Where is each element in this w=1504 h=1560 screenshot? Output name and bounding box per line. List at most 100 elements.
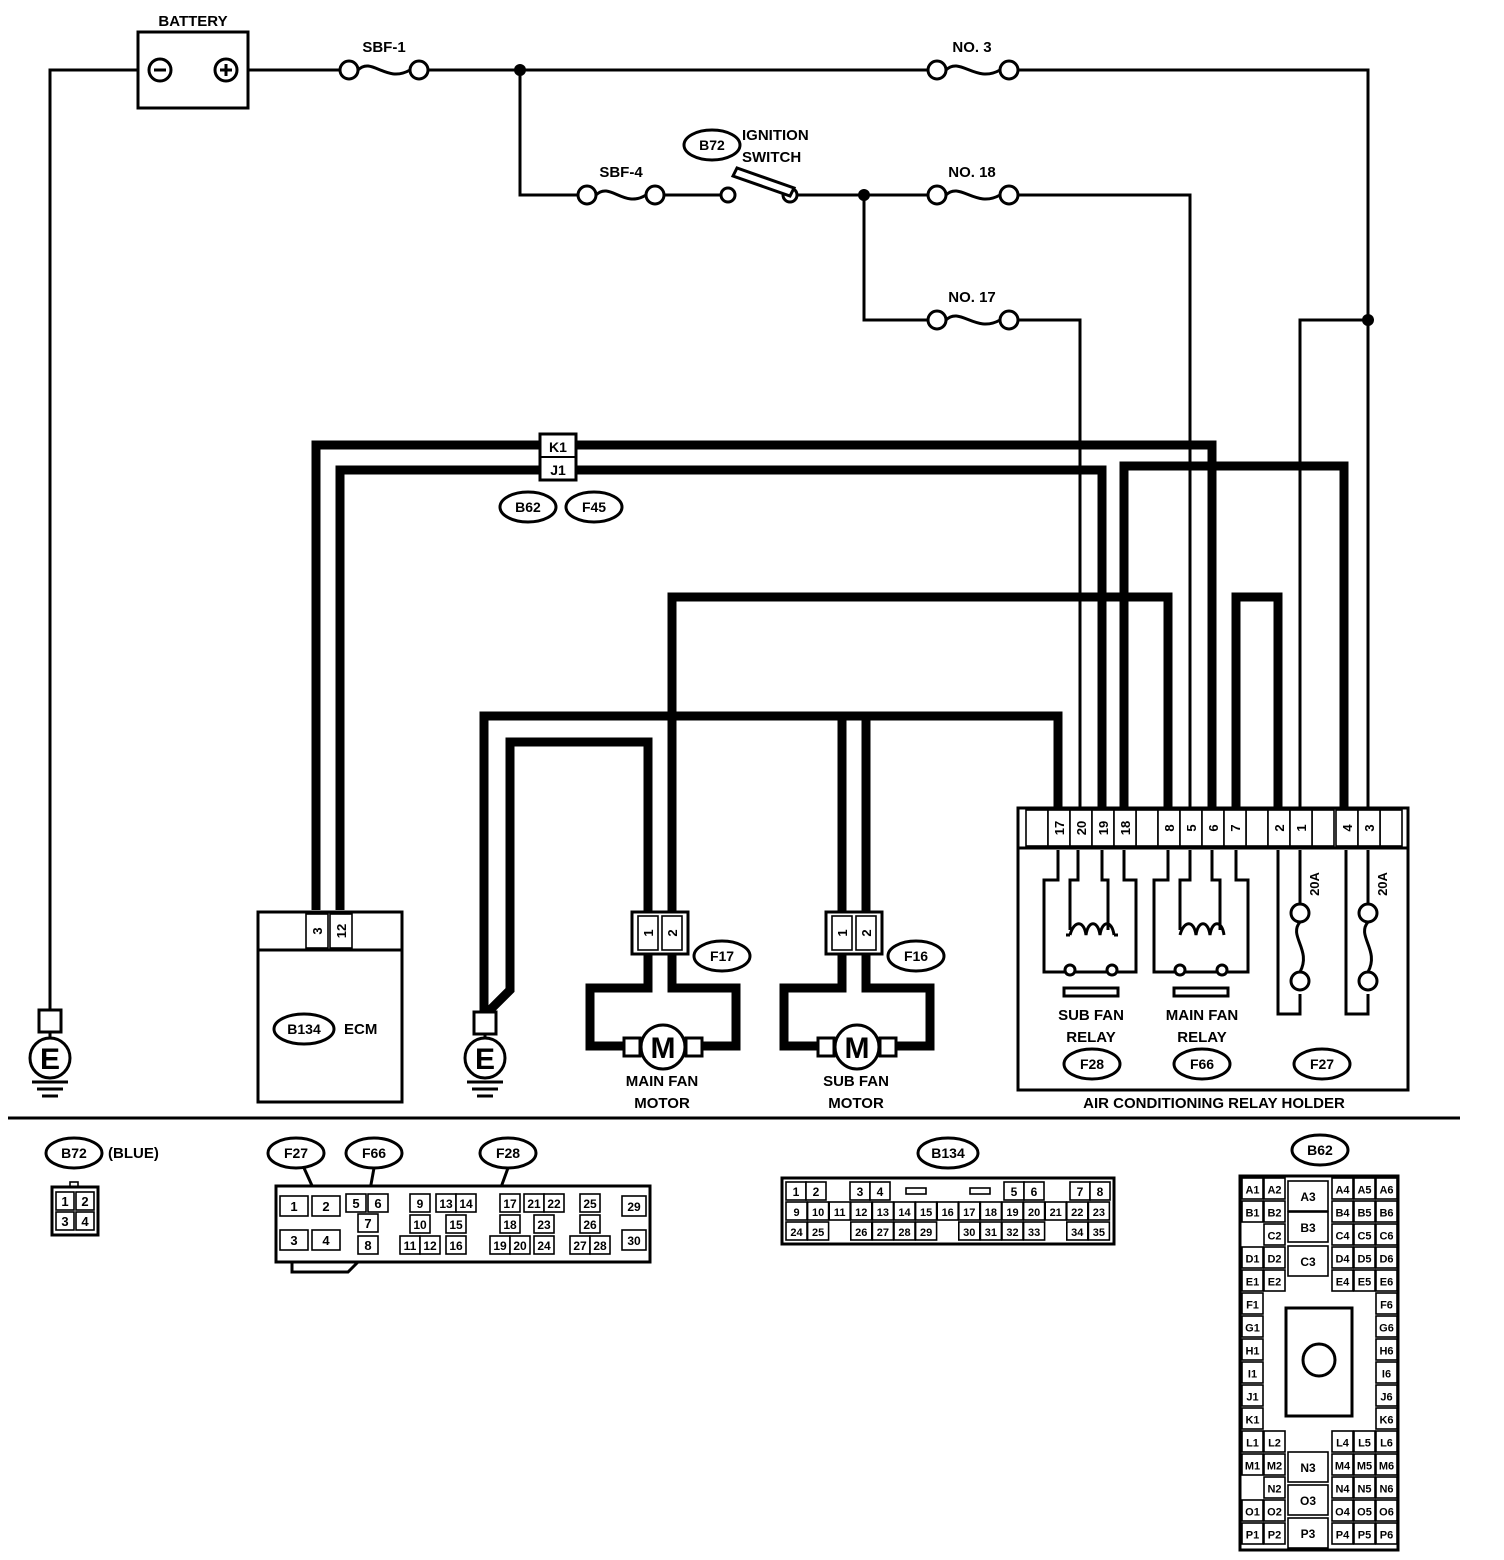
- f28-pin-29-cell: [621, 1195, 647, 1217]
- f27-pin-1-cell: [279, 1195, 309, 1217]
- f28-pin-18-cell: [499, 1214, 521, 1234]
- b62-pin-C3-cell: [1287, 1245, 1329, 1277]
- b62-pin-J6-cell: [1375, 1384, 1398, 1407]
- f28-pin-26-cell: [579, 1214, 601, 1234]
- b62-pin-A1: A1: [1245, 1185, 1259, 1197]
- sbf4-label: SBF-4: [599, 164, 643, 181]
- main-fan-motor-label-2: MOTOR: [634, 1095, 690, 1112]
- relay-pin-20: 20: [1074, 821, 1089, 835]
- b62-pin-L4: L4: [1336, 1438, 1350, 1450]
- b134-pin-19: 19: [1006, 1207, 1018, 1219]
- f16-pin-1: 1: [835, 929, 850, 936]
- b62-pin-E2: E2: [1268, 1277, 1281, 1289]
- fuse-no3: NO. 3: [926, 39, 1020, 81]
- f17-badge-label: F17: [710, 948, 734, 964]
- f27-pin-4: 4: [322, 1233, 330, 1248]
- b62-pin-B4-cell: [1331, 1200, 1354, 1223]
- b62-pin-C6: C6: [1379, 1231, 1393, 1243]
- main-fan-relay-label-1: MAIN FAN: [1166, 1007, 1239, 1024]
- sbf1-label: SBF-1: [362, 39, 405, 56]
- ecm: 3 12 B134 ECM: [256, 910, 404, 1104]
- b62-pin-L6: L6: [1380, 1438, 1393, 1450]
- b62-pin-K6: K6: [1379, 1415, 1393, 1427]
- b62-pin-C4-cell: [1331, 1223, 1354, 1246]
- f28-pin-30: 30: [627, 1234, 641, 1248]
- b134-pin-17: 17: [963, 1207, 975, 1219]
- f28-pin-9-cell: [409, 1193, 431, 1213]
- b62-pin-O3-cell: [1287, 1484, 1329, 1516]
- b62-pin-E6-cell: [1375, 1269, 1398, 1292]
- k1-label: K1: [549, 439, 567, 455]
- b62-pin-F6: F6: [1380, 1300, 1393, 1312]
- legend-f27-badge: [266, 1136, 326, 1170]
- b62-pin-A4-cell: [1331, 1177, 1354, 1200]
- sub-fan-relay: SUB FAN RELAY F28: [1042, 850, 1138, 1081]
- b72-pin-4: 4: [81, 1214, 89, 1229]
- b62-pin-K1-cell: [1241, 1407, 1264, 1430]
- ecm-pin-12: 12: [334, 924, 349, 938]
- b134-pin-25-cell: [806, 1221, 830, 1241]
- relay-pin-2: 2: [1272, 824, 1287, 831]
- sub-fan-relay-label-2: RELAY: [1066, 1029, 1115, 1046]
- b62-pin-K6-cell: [1375, 1407, 1398, 1430]
- f27-pin-4-cell: [311, 1229, 341, 1251]
- f27-pin-1: 1: [290, 1199, 297, 1214]
- b134-pin-29: 29: [920, 1227, 932, 1239]
- b62-pin-E5-cell: [1353, 1269, 1376, 1292]
- f28-pin-17: 17: [503, 1197, 517, 1211]
- no3-label: NO. 3: [952, 39, 991, 56]
- f28-pin-18: 18: [503, 1218, 517, 1232]
- b134-pin-27: 27: [877, 1227, 889, 1239]
- b134-pin-8-cell: [1089, 1181, 1111, 1201]
- f16-pin-2: 2: [859, 929, 874, 936]
- b62-pin-B5: B5: [1357, 1208, 1371, 1220]
- f28-pin-14-cell: [455, 1193, 477, 1213]
- b134-pin-6-cell: [1023, 1181, 1045, 1201]
- b62-pin-D1-cell: [1241, 1246, 1264, 1269]
- b134-pin-1: 1: [793, 1185, 800, 1199]
- b62-pin-M2-cell: [1263, 1453, 1286, 1476]
- b62-pin-O4: O4: [1335, 1507, 1351, 1519]
- b62-pin-J1: J1: [1246, 1392, 1258, 1404]
- b62-pin-N3-cell: [1287, 1451, 1329, 1483]
- b62-badge-label: B62: [515, 499, 541, 515]
- connector-b62-f45: K1 J1 B62 F45: [498, 432, 624, 524]
- legend-f27-badge-label: F27: [284, 1145, 308, 1161]
- relay-spacer-4-cell: [1379, 809, 1403, 847]
- relay-holder-label: AIR CONDITIONING RELAY HOLDER: [1083, 1095, 1345, 1112]
- b62-pin-N6-cell: [1375, 1476, 1398, 1499]
- b62-pin-B5-cell: [1353, 1200, 1376, 1223]
- sub-fan-motor-label-2: MOTOR: [828, 1095, 884, 1112]
- b62-pin-P1: P1: [1246, 1530, 1259, 1542]
- b134-pin-3: 3: [857, 1185, 864, 1199]
- f28-pin-21: 21: [527, 1197, 541, 1211]
- f28-pin-14: 14: [459, 1197, 473, 1211]
- ignition-switch: B72 IGNITION SWITCH: [682, 127, 809, 204]
- b62-pin-O1-cell: [1241, 1499, 1264, 1522]
- b62-pin-M1-cell: [1241, 1453, 1264, 1476]
- b62-pin-A2: A2: [1267, 1185, 1281, 1197]
- b134-pin-11: 11: [834, 1207, 846, 1219]
- ecm-label: ECM: [344, 1021, 377, 1038]
- f66-pin-7-cell: [357, 1213, 379, 1233]
- b62-pin-B6-cell: [1375, 1200, 1398, 1223]
- b134-pin-10: 10: [812, 1207, 824, 1219]
- b62-pin-O2-cell: [1263, 1499, 1286, 1522]
- f27-pin-3-cell: [279, 1229, 309, 1251]
- b72-pin-1-cell: [55, 1191, 75, 1211]
- b62-pin-A6: A6: [1379, 1185, 1393, 1197]
- b62-pin-G6: G6: [1379, 1323, 1394, 1335]
- f66-pin-6-cell: [367, 1193, 389, 1213]
- b62-pin-O4-cell: [1331, 1499, 1354, 1522]
- f28-pin-15: 15: [449, 1218, 463, 1232]
- b62-pin-E1: E1: [1246, 1277, 1259, 1289]
- b62-pin-A1-cell: [1241, 1177, 1264, 1200]
- b62-pin-E4: E4: [1336, 1277, 1350, 1289]
- b62-pin-H6: H6: [1379, 1346, 1393, 1358]
- b62-pin-A5-cell: [1353, 1177, 1376, 1200]
- b134-pin-2: 2: [813, 1185, 820, 1199]
- f27-pin-2: 2: [322, 1199, 329, 1214]
- f16-badge: [886, 939, 946, 973]
- b62-pin-L5: L5: [1358, 1438, 1371, 1450]
- legend-f66-badge-label: F66: [362, 1145, 386, 1161]
